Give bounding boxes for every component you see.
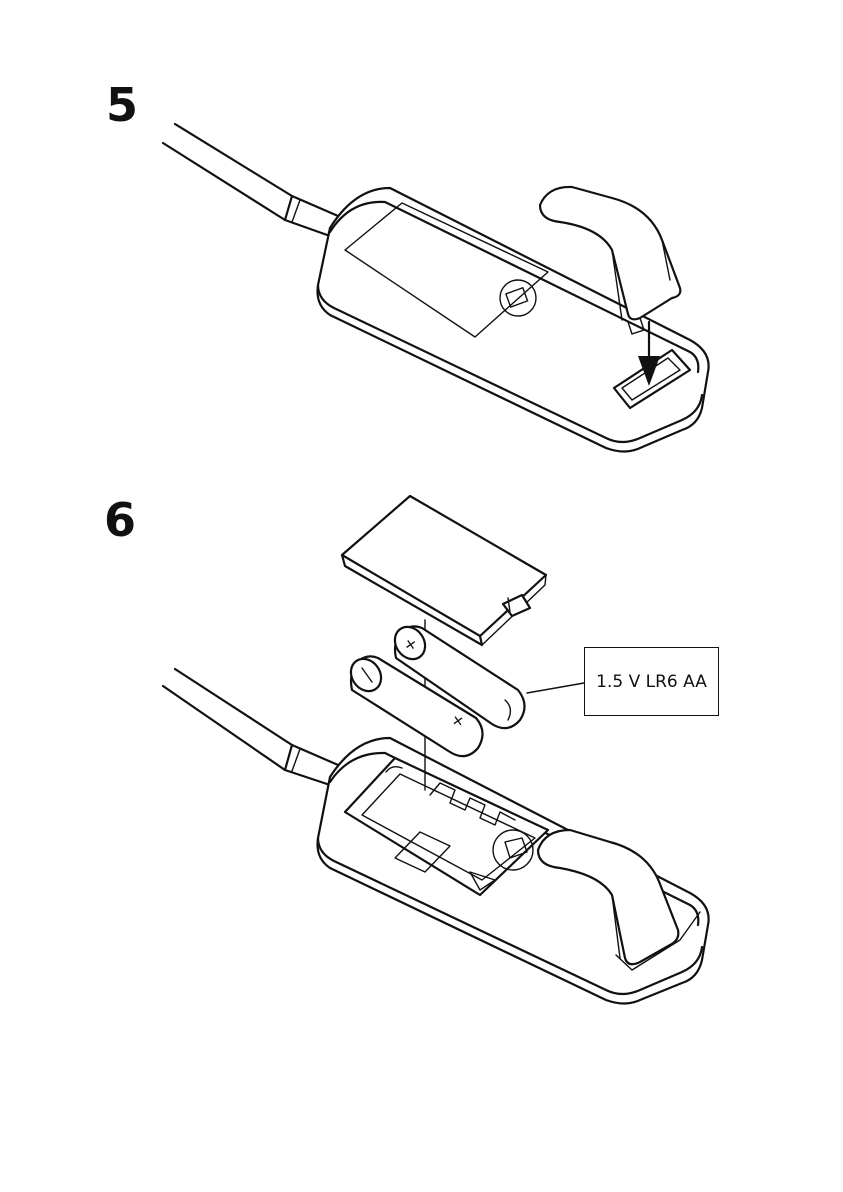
battery-spec-label: 1.5 V LR6 AA [584,647,719,716]
step5-cable [163,124,345,236]
step5-illustration [163,124,709,452]
step6-illustration: + + [163,496,709,1004]
step6-cable [163,669,345,785]
step6-battery-cover [342,496,546,645]
battery-callout-line [527,683,584,693]
